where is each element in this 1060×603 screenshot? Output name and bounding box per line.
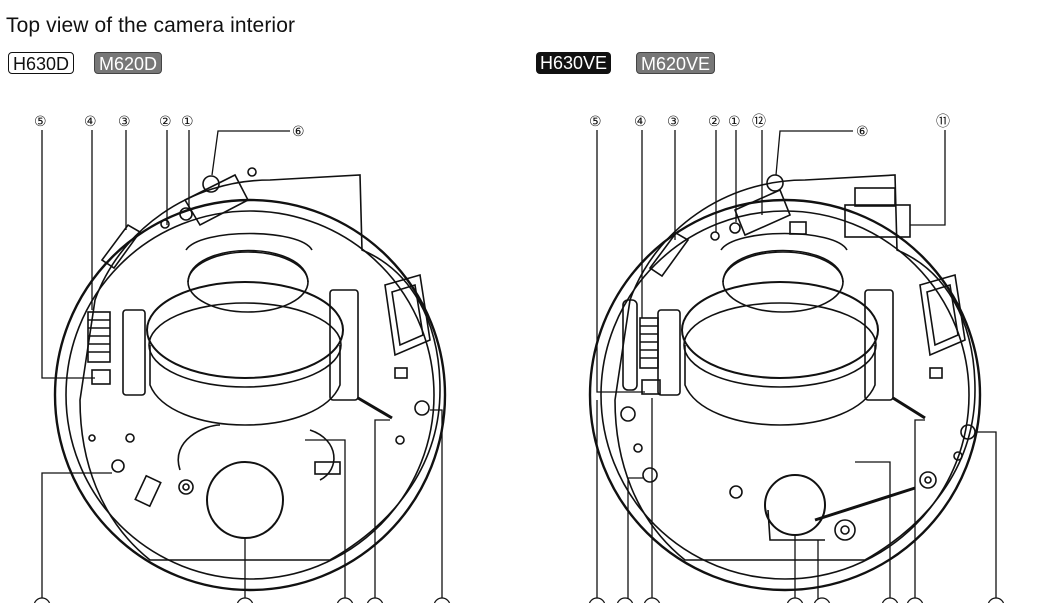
callout-marker bbox=[643, 597, 661, 603]
callout-marker bbox=[588, 597, 606, 603]
callout-5: ⑤ bbox=[34, 114, 47, 130]
callout-marker bbox=[336, 597, 354, 603]
callout-marker bbox=[813, 597, 831, 603]
right-callout-labels: ⑤ ④ ③ ② ① ⑫ ⑥ ⑪ bbox=[589, 114, 950, 140]
callout-12: ⑫ bbox=[752, 114, 766, 130]
callout-marker bbox=[881, 597, 899, 603]
callout-2: ② bbox=[708, 114, 721, 130]
page-title: Top view of the camera interior bbox=[6, 14, 296, 37]
callout-marker bbox=[906, 597, 924, 603]
callout-3: ③ bbox=[118, 114, 131, 130]
callout-marker bbox=[786, 597, 804, 603]
callout-1: ① bbox=[181, 114, 194, 130]
left-camera-drawing bbox=[53, 167, 447, 592]
callout-marker bbox=[33, 597, 51, 603]
right-camera-drawing bbox=[588, 174, 982, 592]
callout-1: ① bbox=[728, 114, 741, 130]
model-badge-h630ve: H630VE bbox=[536, 52, 612, 74]
model-badge-h630d: H630D bbox=[8, 52, 75, 74]
callout-4: ④ bbox=[84, 114, 97, 130]
callout-6: ⑥ bbox=[292, 124, 305, 140]
callout-2: ② bbox=[159, 114, 172, 130]
callout-3: ③ bbox=[667, 114, 680, 130]
left-callout-labels: ⑤ ④ ③ ② ① ⑥ bbox=[34, 114, 305, 140]
callout-11: ⑪ bbox=[936, 114, 950, 130]
model-badge-m620ve: M620VE bbox=[636, 52, 716, 74]
bottom-callout-markers bbox=[33, 597, 1005, 603]
callout-5: ⑤ bbox=[589, 114, 602, 130]
callout-marker bbox=[987, 597, 1005, 603]
callout-6: ⑥ bbox=[856, 124, 869, 140]
callout-marker bbox=[236, 597, 254, 603]
model-badge-m620d: M620D bbox=[94, 52, 163, 74]
callout-marker bbox=[433, 597, 451, 603]
left-leader-lines bbox=[41, 130, 443, 603]
callout-4: ④ bbox=[634, 114, 647, 130]
callout-marker bbox=[616, 597, 634, 603]
right-leader-lines bbox=[596, 130, 997, 603]
callout-marker bbox=[366, 597, 384, 603]
